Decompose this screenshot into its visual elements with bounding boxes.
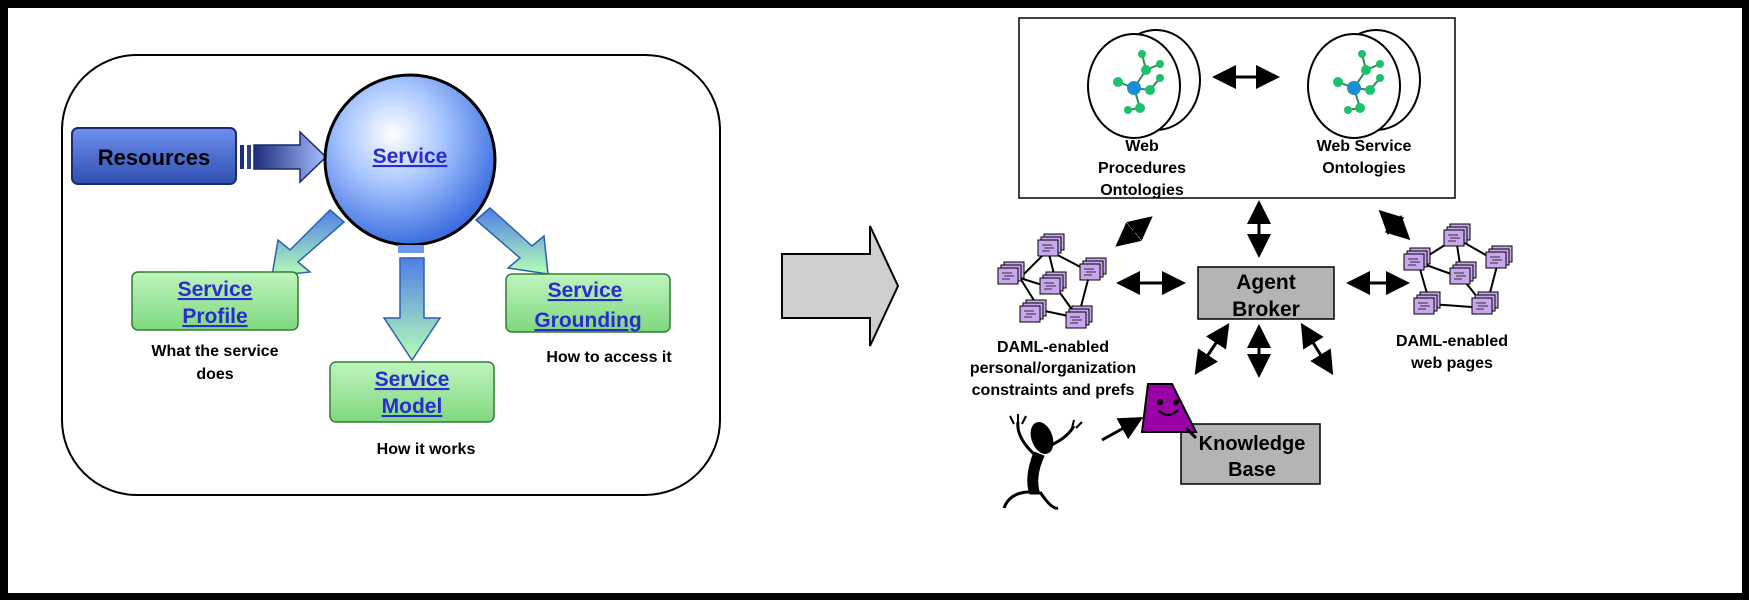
resources-label: Resources (98, 145, 211, 170)
knowledge-base-line2: Base (1228, 459, 1276, 481)
service-profile-link-line1[interactable]: Service (178, 278, 253, 301)
web-procedures-label-line1: Web (1125, 138, 1159, 155)
personal-label-line1: DAML-enabled (997, 339, 1109, 356)
arrow-to-grounding (474, 207, 549, 275)
service-sphere: Service (323, 73, 497, 247)
webpages-label-line1: DAML-enabled (1396, 333, 1508, 350)
personal-docs-network (997, 233, 1107, 329)
transition-arrow (781, 225, 900, 347)
service-profile-link-line2[interactable]: Profile (182, 305, 247, 328)
web-procedures-label-line2: Procedures (1098, 160, 1186, 177)
broker-arrows (1101, 200, 1411, 442)
service-grounding-link-line2[interactable]: Grounding (534, 309, 641, 332)
web-service-label-line2: Ontologies (1322, 160, 1406, 177)
service-model-link-line2[interactable]: Model (382, 395, 443, 418)
web-procedures-label-line3: Ontologies (1100, 182, 1184, 199)
personal-label-line2: personal/organization (970, 360, 1136, 377)
service-model-link-line1[interactable]: Service (375, 368, 450, 391)
service-link[interactable]: Service (373, 145, 448, 168)
knowledge-base-line1: Knowledge (1199, 433, 1306, 455)
agent-creature-icon (1140, 383, 1198, 440)
service-grounding-link-line1[interactable]: Service (548, 279, 623, 302)
resources-box: Resources (71, 127, 237, 185)
knowledge-base-box: Knowledge Base (1180, 423, 1321, 485)
arrow-to-model (382, 245, 442, 362)
user-figure-icon (1002, 414, 1083, 510)
profile-caption-line2: does (196, 366, 233, 383)
agent-broker-line2: Broker (1232, 298, 1300, 321)
web-service-label-line1: Web Service (1317, 138, 1412, 155)
profile-caption-line1: What the service (151, 343, 278, 360)
web-pages-docs-network (1403, 223, 1513, 315)
agent-broker-box: Agent Broker (1197, 266, 1335, 321)
personal-label-line3: constraints and prefs (972, 382, 1135, 399)
model-caption: How it works (377, 441, 476, 458)
resources-arrow (240, 130, 328, 184)
service-profile-box: Service Profile (131, 271, 299, 331)
grounding-caption: How to access it (546, 349, 672, 366)
agent-broker-line1: Agent (1236, 271, 1296, 294)
service-model-box: Service Model (329, 361, 495, 423)
service-grounding-box: Service Grounding (505, 273, 671, 333)
webpages-label-line2: web pages (1410, 355, 1493, 372)
